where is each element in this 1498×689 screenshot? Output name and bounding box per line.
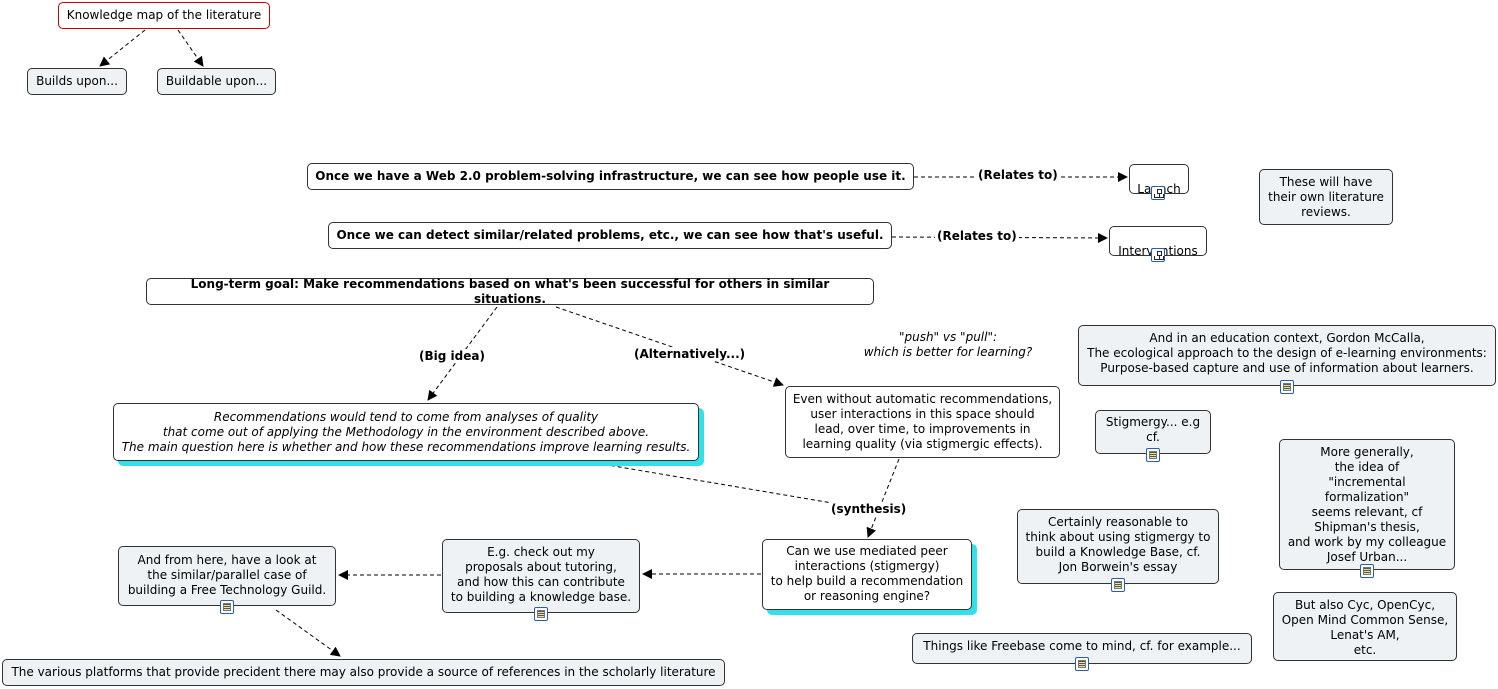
edge-label-synthesis: (synthesis) <box>829 502 909 516</box>
edge-longterm-to-even-without <box>555 306 784 387</box>
topic-freebase[interactable]: Things like Freebase come to mind, cf. f… <box>912 633 1252 664</box>
document-icon[interactable] <box>1280 380 1294 394</box>
topic-scholarly-platforms[interactable]: The various platforms that provide preci… <box>2 659 725 686</box>
map-link-icon[interactable] <box>1151 248 1165 262</box>
document-icon[interactable] <box>1111 578 1125 592</box>
edge-root-to-builds-upon <box>99 29 146 67</box>
topic-buildable-upon[interactable]: Buildable upon... <box>157 68 276 95</box>
topic-free-technology-guild[interactable]: And from here, have a look at the simila… <box>118 546 336 606</box>
topic-stigmergy-eg[interactable]: Stigmergy... e.g cf. <box>1095 410 1211 454</box>
edge-label-big-idea: (Big idea) <box>417 349 487 363</box>
map-link-icon[interactable] <box>1151 186 1165 200</box>
topic-recommendations-quality[interactable]: Recommendations would tend to come from … <box>113 403 699 461</box>
edge-label-alternatively: (Alternatively...) <box>632 347 748 361</box>
document-icon[interactable] <box>1146 448 1160 462</box>
document-icon[interactable] <box>534 607 548 621</box>
topic-detect-similar[interactable]: Once we can detect similar/related probl… <box>328 222 892 249</box>
push-pull-note: "push" vs "pull": which is better for le… <box>863 330 1033 359</box>
edge-label-relates-to: (Relates to) <box>935 229 1019 243</box>
topic-tutoring-proposals[interactable]: E.g. check out my proposals about tutori… <box>442 539 640 613</box>
topic-knowledge-base-borwein[interactable]: Certainly reasonable to think about usin… <box>1017 509 1219 584</box>
topic-own-literature-reviews[interactable]: These will have their own literature rev… <box>1259 169 1393 225</box>
edge-root-to-buildable-upon <box>177 29 204 67</box>
topic-mediated-peer-interactions[interactable]: Can we use mediated peer interactions (s… <box>762 539 972 610</box>
document-icon[interactable] <box>220 600 234 614</box>
topic-mccalla-reference[interactable]: And in an education context, Gordon McCa… <box>1078 325 1496 386</box>
edge-guild-to-platforms <box>275 609 341 657</box>
root-topic-knowledge-map[interactable]: Knowledge map of the literature <box>58 2 270 29</box>
topic-long-term-goal[interactable]: Long-term goal: Make recommendations bas… <box>146 277 874 306</box>
edge-even-without-to-mediated <box>866 458 900 538</box>
topic-even-without-recommendations[interactable]: Even without automatic recommendations, … <box>785 386 1060 458</box>
document-icon[interactable] <box>1360 564 1374 578</box>
topic-web20-infrastructure[interactable]: Once we have a Web 2.0 problem-solving i… <box>307 163 914 190</box>
topic-incremental-formalization[interactable]: More generally, the idea of "incremental… <box>1279 439 1455 570</box>
document-icon[interactable] <box>1075 657 1089 671</box>
edge-recommendations-to-synthesis <box>589 461 833 504</box>
edge-label-relates-to: (Relates to) <box>976 168 1060 182</box>
topic-builds-upon[interactable]: Builds upon... <box>27 68 127 95</box>
topic-cyc-opencyc[interactable]: But also Cyc, OpenCyc, Open Mind Common … <box>1273 592 1457 661</box>
